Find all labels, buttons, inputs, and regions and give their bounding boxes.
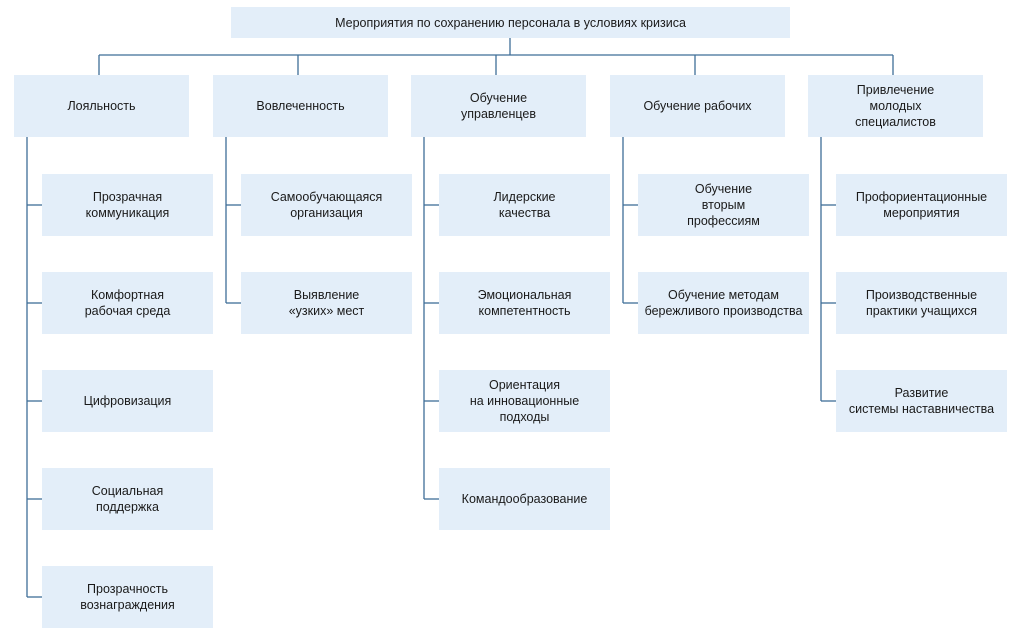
category-engagement: Вовлеченность <box>213 75 388 137</box>
item-worker-training-1: Обучение вторым профессиям <box>638 174 809 236</box>
item-young-specialists-3: Развитие системы наставничества <box>836 370 1007 432</box>
category-young-specialists: Привлечение молодых специалистов <box>808 75 983 137</box>
category-manager-training: Обучение управленцев <box>411 75 586 137</box>
item-loyalty-5: Прозрачность вознаграждения <box>42 566 213 628</box>
item-loyalty-4: Социальная поддержка <box>42 468 213 530</box>
item-loyalty-3: Цифровизация <box>42 370 213 432</box>
item-manager-training-3: Ориентация на инновационные подходы <box>439 370 610 432</box>
category-worker-training: Обучение рабочих <box>610 75 785 137</box>
item-engagement-1: Самообучающаяся организация <box>241 174 412 236</box>
item-manager-training-2: Эмоциональная компетентность <box>439 272 610 334</box>
item-young-specialists-2: Производственные практики учащихся <box>836 272 1007 334</box>
item-young-specialists-1: Профориентационные мероприятия <box>836 174 1007 236</box>
item-loyalty-2: Комфортная рабочая среда <box>42 272 213 334</box>
item-engagement-2: Выявление «узких» мест <box>241 272 412 334</box>
item-loyalty-1: Прозрачная коммуникация <box>42 174 213 236</box>
item-manager-training-1: Лидерские качества <box>439 174 610 236</box>
item-worker-training-2: Обучение методам бережливого производств… <box>638 272 809 334</box>
category-loyalty: Лояльность <box>14 75 189 137</box>
root-node: Мероприятия по сохранению персонала в ус… <box>231 7 790 38</box>
item-manager-training-4: Командообразование <box>439 468 610 530</box>
